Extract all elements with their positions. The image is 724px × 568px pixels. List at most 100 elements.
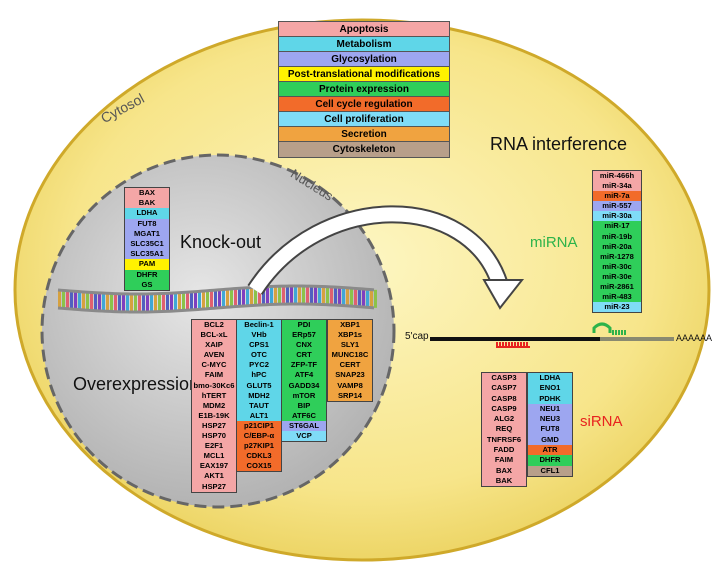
- gene-entry: miR-7a: [593, 191, 641, 202]
- gene-entry: bmo-30Kc6: [192, 380, 236, 391]
- gene-entry: CERT: [328, 360, 372, 371]
- gene-entry: miR-466h: [593, 171, 641, 182]
- gene-entry: miR-2861: [593, 282, 641, 293]
- gene-entry: SLC35A1: [125, 249, 169, 260]
- gene-entry: DHFR: [125, 269, 169, 280]
- sirna-tooth: [520, 342, 522, 347]
- gene-entry: CASP7: [482, 383, 526, 394]
- mirna-tooth: [621, 330, 623, 335]
- gene-entry: Beclin-1: [237, 320, 281, 331]
- gene-entry: LDHA: [528, 373, 572, 384]
- sirna-strand: [496, 346, 530, 348]
- gene-entry: miR-483: [593, 292, 641, 303]
- gene-entry: PDHK: [528, 393, 572, 404]
- dna-base: [130, 293, 133, 312]
- sirna-tooth: [496, 342, 498, 347]
- overexpression-label: Overexpression: [73, 374, 200, 394]
- gene-entry: BAK: [482, 475, 526, 487]
- dna-base: [350, 288, 353, 307]
- dna-base: [78, 291, 81, 310]
- gene-entry: CFL1: [528, 465, 572, 476]
- legend-item: Cytoskeleton: [279, 142, 449, 157]
- dna-base: [122, 293, 125, 312]
- dna-base: [82, 291, 85, 310]
- dna-base: [58, 290, 61, 308]
- dna-base: [222, 289, 225, 308]
- dna-base: [166, 293, 169, 312]
- gene-entry: HSP27: [192, 420, 236, 432]
- gene-entry: hTERT: [192, 390, 236, 401]
- gene-entry: miR-30e: [593, 271, 641, 283]
- gene-entry: EAX197: [192, 461, 236, 472]
- dna-base: [294, 286, 297, 305]
- dna-base: [310, 286, 313, 305]
- sirna-tooth: [511, 342, 513, 347]
- dna-base: [194, 291, 197, 310]
- dna-base: [370, 289, 373, 308]
- gene-entry: CNX: [282, 340, 326, 351]
- gene-entry: CASP9: [482, 403, 526, 415]
- gene-entry: MGAT1: [125, 228, 169, 239]
- gene-entry: BIP: [282, 400, 326, 411]
- dna-base: [358, 288, 361, 307]
- legend-item: Protein expression: [279, 82, 449, 97]
- knockout-label: Knock-out: [180, 232, 262, 252]
- dna-base: [86, 292, 89, 311]
- gene-entry: miR-557: [593, 201, 641, 212]
- dna-base: [70, 290, 73, 309]
- gene-entry: MUNC18C: [328, 350, 372, 361]
- gene-entry: AVEN: [192, 350, 236, 361]
- legend-item: Apoptosis: [279, 22, 449, 37]
- gene-entry: DHFR: [528, 455, 572, 466]
- dna-base: [118, 293, 121, 312]
- gene-entry: FAIM: [192, 370, 236, 381]
- sirna-tooth: [517, 342, 519, 347]
- gene-entry: AKT1: [192, 471, 236, 482]
- dna-base: [270, 286, 273, 305]
- dna-base: [342, 287, 345, 306]
- dna-base: [230, 288, 233, 307]
- gene-entry: E1B-19K: [192, 410, 236, 421]
- sirna-tooth: [508, 342, 510, 347]
- dna-base: [198, 291, 201, 310]
- gene-entry: SNAP23: [328, 370, 372, 381]
- legend-item: Secretion: [279, 127, 449, 142]
- sirna-tooth: [502, 342, 504, 347]
- gene-entry: E2F1: [192, 441, 236, 452]
- gene-entry: GS: [125, 279, 169, 290]
- dna-base: [226, 289, 229, 308]
- gene-entry: p27KIP1: [237, 441, 281, 452]
- legend-item: Post-translational modifications: [279, 67, 449, 82]
- dna-base: [338, 287, 341, 306]
- dna-base: [202, 291, 205, 310]
- gene-entry: ALT1: [237, 410, 281, 421]
- gene-entry: GMD: [528, 434, 572, 446]
- dna-base: [274, 286, 277, 305]
- dna-base: [190, 292, 193, 311]
- dna-base: [154, 293, 157, 312]
- gene-entry: XBP1: [328, 320, 372, 331]
- dna-base: [158, 293, 161, 312]
- gene-entry: VAMP8: [328, 380, 372, 391]
- gene-entry: ATF6C: [282, 410, 326, 421]
- gene-entry: GADD34: [282, 380, 326, 391]
- gene-entry: MDH2: [237, 390, 281, 401]
- gene-entry: ALG2: [482, 414, 526, 425]
- dna-base: [98, 292, 101, 311]
- dna-base: [330, 286, 333, 305]
- gene-entry: ERp57: [282, 330, 326, 341]
- gene-entry: miR-19b: [593, 231, 641, 242]
- dna-base: [326, 286, 329, 305]
- gene-entry: FAIM: [482, 455, 526, 466]
- sirna-tooth: [499, 342, 501, 347]
- dna-base: [74, 291, 77, 310]
- dna-base: [214, 290, 217, 309]
- gene-entry: hPC: [237, 370, 281, 381]
- mirna-tooth: [618, 330, 620, 335]
- dna-base: [302, 286, 305, 305]
- gene-entry: ATR: [528, 445, 572, 456]
- dna-base: [146, 293, 149, 312]
- dna-base: [262, 286, 265, 305]
